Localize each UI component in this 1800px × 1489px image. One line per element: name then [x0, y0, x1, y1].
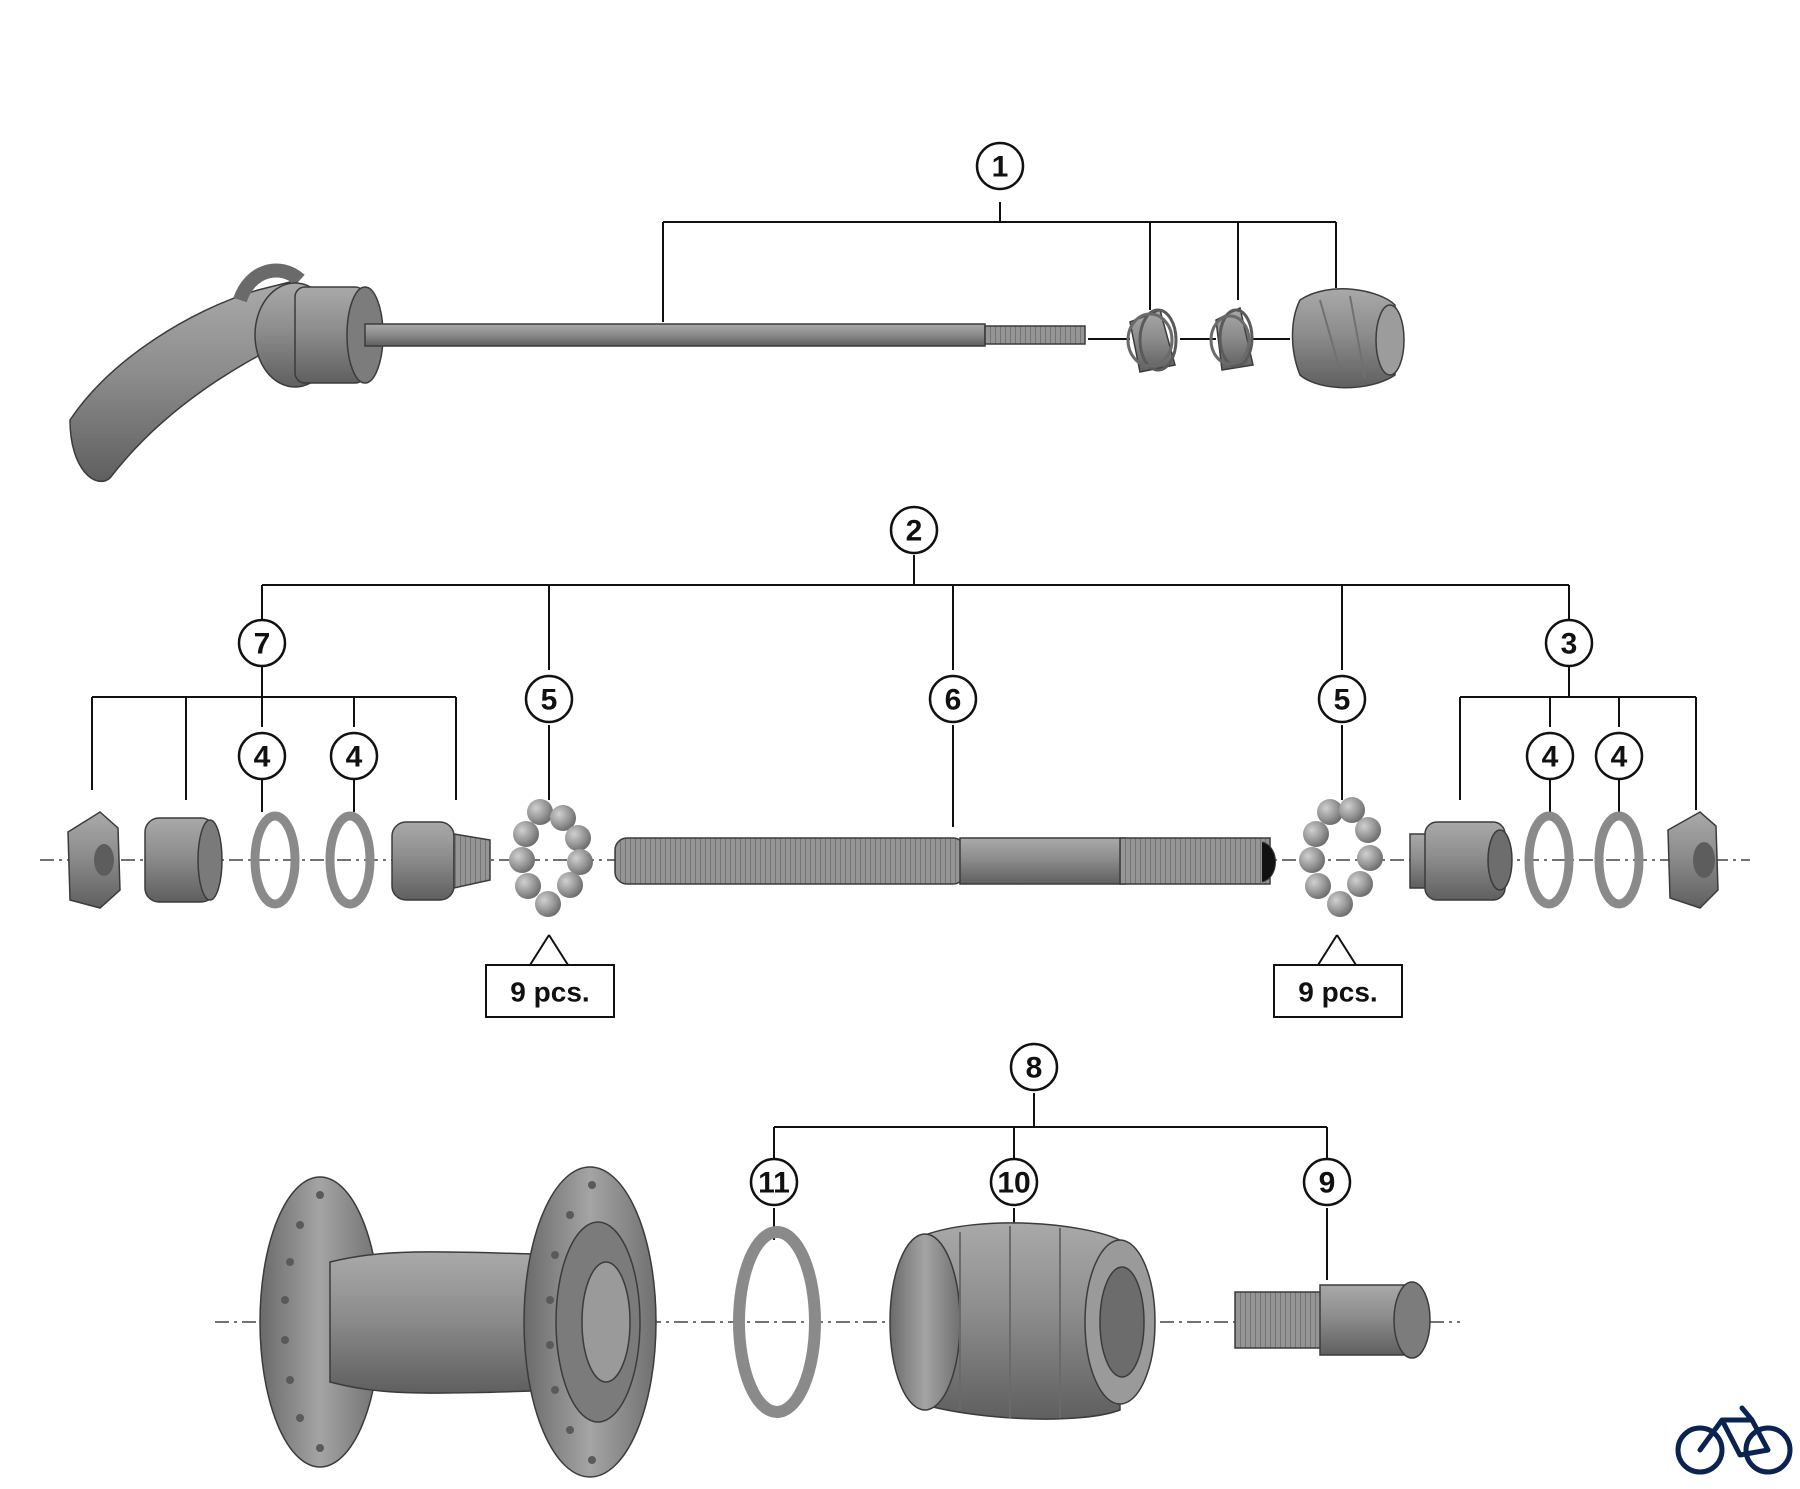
quantity-label: 9 pcs. — [510, 977, 589, 1008]
spacer-left — [144, 817, 223, 903]
callout-number: 8 — [1026, 1052, 1043, 1085]
conical-spring-small — [1209, 306, 1254, 371]
lock-nut-right — [1667, 811, 1719, 909]
cone-right — [1409, 821, 1513, 901]
washer-right-1 — [1524, 811, 1574, 909]
callout-number: 1 — [992, 151, 1009, 184]
callout-5-right: 5 — [1317, 674, 1367, 724]
callout-2: 2 — [889, 505, 939, 555]
callout-number: 7 — [254, 628, 271, 661]
conical-spring-large — [1126, 308, 1178, 373]
callout-4-right-1: 4 — [1525, 731, 1575, 781]
callout-9: 9 — [1302, 1157, 1352, 1207]
ball-bearings-left — [509, 799, 593, 917]
quantity-box-right: 9 pcs. — [1273, 964, 1403, 1018]
axle-assembly — [40, 555, 1750, 966]
callout-4-left-1: 4 — [237, 731, 287, 781]
cone-left — [391, 821, 491, 901]
callout-4-left-2: 4 — [329, 731, 379, 781]
washer-left-1 — [250, 811, 300, 909]
skewer-assembly — [69, 202, 1405, 483]
adjusting-nut — [1291, 288, 1405, 389]
bicycle-icon — [1675, 1405, 1793, 1475]
callout-5-left: 5 — [524, 674, 574, 724]
callout-number: 6 — [945, 684, 962, 717]
hub-body-assembly — [215, 1093, 1460, 1478]
callout-10: 10 — [989, 1157, 1039, 1207]
quantity-box-left: 9 pcs. — [485, 964, 615, 1018]
callout-8: 8 — [1009, 1042, 1059, 1092]
freehub-fixing-bolt — [1234, 1281, 1431, 1359]
washer-right-2 — [1594, 811, 1644, 909]
quantity-label: 9 pcs. — [1298, 977, 1377, 1008]
callout-number: 10 — [997, 1167, 1030, 1200]
callout-4-right-2: 4 — [1594, 731, 1644, 781]
callout-1: 1 — [975, 141, 1025, 191]
callout-7: 7 — [237, 618, 287, 668]
callout-number: 11 — [758, 1167, 790, 1200]
callout-number: 2 — [906, 515, 923, 548]
callout-number: 4 — [1611, 741, 1628, 774]
callout-11: 11 — [749, 1157, 799, 1207]
callout-3: 3 — [1544, 618, 1594, 668]
freehub-body — [889, 1222, 1156, 1420]
callout-number: 9 — [1319, 1167, 1336, 1200]
lock-nut-left — [67, 811, 121, 909]
washer-left-2 — [325, 811, 375, 909]
ball-bearings-right — [1299, 797, 1383, 917]
hub-axle — [614, 837, 1276, 885]
callout-number: 3 — [1561, 628, 1578, 661]
callout-number: 4 — [254, 741, 271, 774]
freehub-spacer — [733, 1226, 821, 1418]
callout-number: 5 — [541, 684, 558, 717]
callout-6: 6 — [928, 674, 978, 724]
quick-release-skewer — [69, 263, 1086, 483]
callout-number: 4 — [1542, 741, 1559, 774]
callout-number: 5 — [1334, 684, 1351, 717]
callout-number: 4 — [346, 741, 363, 774]
hub-shell — [259, 1166, 657, 1478]
